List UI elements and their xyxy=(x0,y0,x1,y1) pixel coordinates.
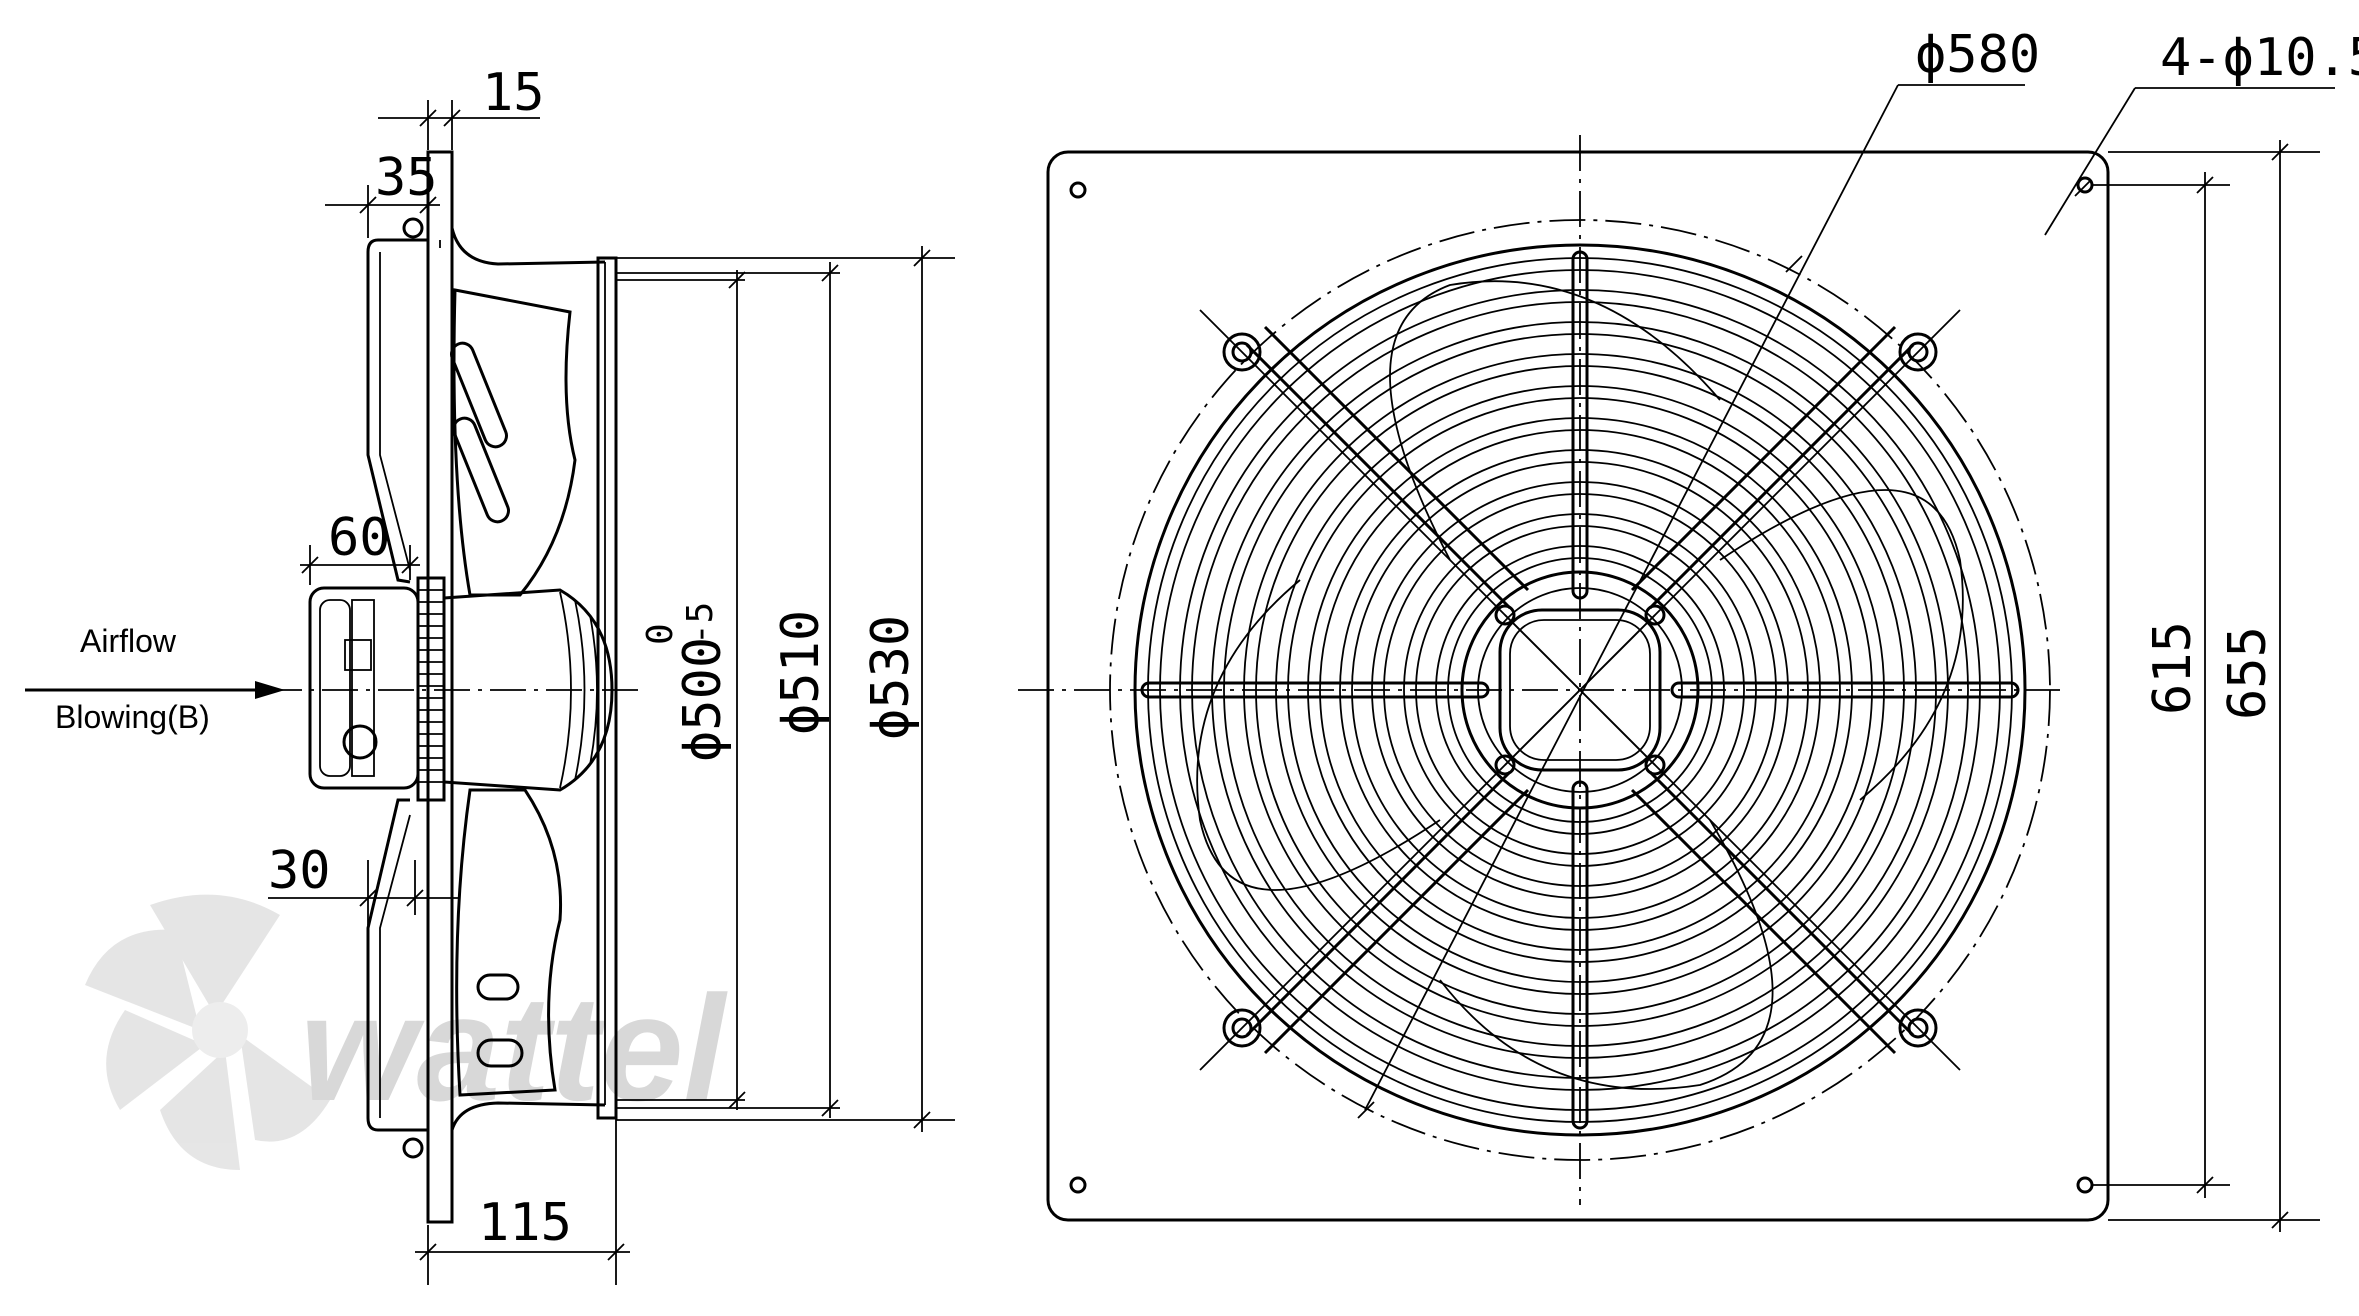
dim-phi510: ϕ510 xyxy=(616,262,840,1118)
dim-115-text: 115 xyxy=(478,1193,572,1253)
front-view: ϕ580 4-ϕ10.5 615 655 xyxy=(1018,25,2359,1232)
dim-phi530: ϕ530 xyxy=(616,246,955,1132)
watermark-fan-icon xyxy=(85,894,330,1170)
side-rotor xyxy=(416,576,446,802)
side-flange-top xyxy=(450,227,606,266)
dim-15: 15 xyxy=(378,63,545,150)
front-blade-outlines xyxy=(1196,280,1964,1090)
dim-615-text: 615 xyxy=(2143,621,2203,715)
dim-30: 30 xyxy=(268,841,460,925)
dim-655-text: 655 xyxy=(2218,626,2278,720)
dim-60: 60 xyxy=(300,508,420,585)
airflow-label: Airflow xyxy=(80,623,177,659)
front-arm-mounts xyxy=(1222,332,1938,1048)
side-blade-bottom xyxy=(455,788,563,1097)
dim-phi510-text: ϕ510 xyxy=(771,610,831,735)
front-guard-rings xyxy=(1147,257,2013,1123)
dim-30-text: 30 xyxy=(268,841,331,901)
dim-phi500-tol-upper: 0 xyxy=(640,623,681,645)
dim-60-text: 60 xyxy=(328,508,391,568)
dim-phi580-text: ϕ580 xyxy=(1915,25,2040,85)
dim-phi580: ϕ580 xyxy=(1357,25,2040,1119)
side-mounting-plate xyxy=(426,150,454,1224)
dim-655: 655 xyxy=(2108,140,2320,1232)
dim-115: 115 xyxy=(415,1118,630,1285)
front-support-arms xyxy=(1245,325,1915,1055)
front-outer-ring xyxy=(1133,243,2027,1137)
side-blade-top xyxy=(452,288,577,597)
side-flange-bottom xyxy=(450,1101,606,1131)
side-bracket-bottom xyxy=(366,798,428,1132)
dim-35-text: 35 xyxy=(375,148,438,208)
front-motor-hub xyxy=(1460,570,1700,810)
side-venturi-ring xyxy=(596,256,618,1120)
side-bracket-top xyxy=(366,238,428,584)
front-bolt-circle xyxy=(1109,219,2051,1161)
front-plate xyxy=(1046,150,2110,1222)
blowing-label: Blowing(B) xyxy=(55,699,210,735)
side-view: Airflow Blowing(B) 15 35 60 xyxy=(25,63,955,1285)
dim-phi500-tol-lower: -5 xyxy=(680,602,721,645)
front-guard-spokes xyxy=(1140,250,2020,1130)
dim-15-text: 15 xyxy=(482,63,545,123)
dim-615: 615 xyxy=(2092,172,2230,1198)
watermark-text: wattel xyxy=(300,964,728,1132)
dim-phi530-text: ϕ530 xyxy=(861,615,921,740)
dim-35: 35 xyxy=(325,148,440,238)
side-rotor-fins xyxy=(418,589,444,783)
dim-holes: 4-ϕ10.5 xyxy=(2044,28,2359,236)
side-blade-slots xyxy=(450,341,524,1068)
dim-phi500: ϕ500 0 -5 xyxy=(616,270,746,1110)
dim-phi500-text: ϕ500 xyxy=(673,637,733,762)
dim-holes-text: 4-ϕ10.5 xyxy=(2160,28,2359,88)
